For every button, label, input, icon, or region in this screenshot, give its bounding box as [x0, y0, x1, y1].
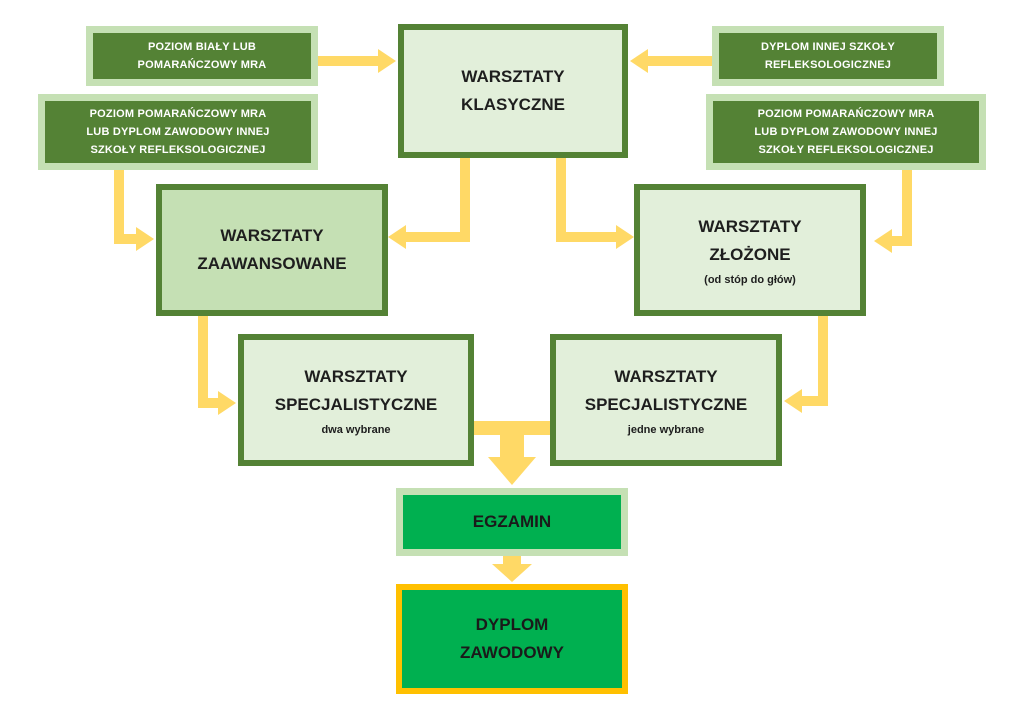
arrow-segment — [114, 234, 138, 244]
workshop-specialist-right: WARSZTATY SPECJALISTYCZNE jedne wybrane — [550, 334, 782, 466]
arrow-specialists-to-exam — [474, 421, 552, 435]
arrowhead — [378, 49, 396, 73]
workshop-note: (od stóp do głów) — [704, 273, 796, 286]
arrowhead — [874, 229, 892, 253]
prerequisite-top-right: DYPLOM INNEJ SZKOŁY REFLEKSOLOGICZNEJ — [712, 26, 944, 86]
workshop-title-line: ZAAWANSOWANE — [197, 254, 347, 273]
prerequisite-mid-left: POZIOM POMARAŃCZOWY MRA LUB DYPLOM ZAWOD… — [38, 94, 318, 170]
arrow-segment — [890, 236, 912, 246]
prerequisite-line: SZKOŁY REFLEKSOLOGICZNEJ — [90, 144, 266, 156]
prerequisite-line: POMARAŃCZOWY MRA — [137, 59, 267, 71]
arrow-classic-to-complex — [556, 156, 566, 242]
workshop-title-line: WARSZTATY — [304, 366, 408, 386]
workshop-title-line: ZŁOŻONE — [709, 244, 791, 264]
arrow-segment — [500, 435, 524, 459]
workshop-note: jedne wybrane — [627, 423, 705, 436]
diploma-line: DYPLOM — [475, 615, 549, 634]
arrow-prereq-tl-to-classic — [318, 56, 380, 66]
arrowhead — [136, 227, 154, 251]
workshop-advanced: WARSZTATY ZAAWANSOWANE — [156, 184, 388, 316]
arrow-segment — [404, 232, 470, 242]
arrowhead — [784, 389, 802, 413]
workshop-title-line: WARSZTATY — [698, 216, 802, 236]
workshop-title-line: KLASYCZNE — [461, 95, 565, 114]
arrow-prereq-ml-to-advanced — [114, 170, 124, 244]
workshop-title-line: SPECJALISTYCZNE — [274, 394, 438, 414]
arrowhead — [616, 225, 634, 249]
prerequisite-line: LUB DYPLOM ZAWODOWY INNEJ — [86, 126, 270, 138]
arrow-prereq-mr-to-complex — [902, 170, 912, 246]
arrow-segment — [800, 396, 828, 406]
prerequisite-mid-right: POZIOM POMARAŃCZOWY MRA LUB DYPLOM ZAWOD… — [706, 94, 986, 170]
arrow-complex-to-specialist-right — [818, 316, 828, 406]
diploma-box: DYPLOM ZAWODOWY — [396, 584, 628, 694]
arrow-segment — [198, 398, 220, 408]
arrowhead — [388, 225, 406, 249]
workshop-title-line: WARSZTATY — [461, 67, 565, 86]
workshop-title-line: WARSZTATY — [220, 226, 324, 245]
prerequisite-line: POZIOM POMARAŃCZOWY MRA — [89, 108, 267, 120]
arrowhead — [630, 49, 648, 73]
prerequisite-line: POZIOM BIAŁY LUB — [147, 41, 257, 53]
arrow-exam-to-diploma — [503, 556, 521, 566]
workshop-note: dwa wybrane — [321, 423, 391, 436]
arrow-segment — [556, 232, 618, 242]
arrowhead — [218, 391, 236, 415]
workshop-complex: WARSZTATY ZŁOŻONE (od stóp do głów) — [634, 184, 866, 316]
exam-label: EGZAMIN — [472, 512, 552, 531]
arrowhead — [488, 457, 536, 485]
prerequisite-line: SZKOŁY REFLEKSOLOGICZNEJ — [758, 144, 934, 156]
prerequisite-line: LUB DYPLOM ZAWODOWY INNEJ — [754, 126, 938, 138]
workshop-title-line: WARSZTATY — [614, 366, 718, 386]
prerequisite-line: REFLEKSOLOGICZNEJ — [764, 59, 892, 71]
prerequisite-line: POZIOM POMARAŃCZOWY MRA — [757, 108, 935, 120]
workshop-title-line: SPECJALISTYCZNE — [584, 394, 748, 414]
prerequisite-line: DYPLOM INNEJ SZKOŁY — [761, 41, 895, 53]
workshop-classic: WARSZTATY KLASYCZNE — [398, 24, 628, 158]
arrow-prereq-tr-to-classic — [646, 56, 712, 66]
arrow-advanced-to-specialist-left — [198, 316, 208, 408]
arrow-classic-to-advanced — [460, 156, 470, 242]
arrowhead — [492, 564, 532, 582]
prerequisite-top-left: POZIOM BIAŁY LUB POMARAŃCZOWY MRA — [86, 26, 318, 86]
workshop-specialist-left: WARSZTATY SPECJALISTYCZNE dwa wybrane — [238, 334, 474, 466]
diploma-line: ZAWODOWY — [460, 643, 564, 662]
exam-box: EGZAMIN — [396, 488, 628, 556]
